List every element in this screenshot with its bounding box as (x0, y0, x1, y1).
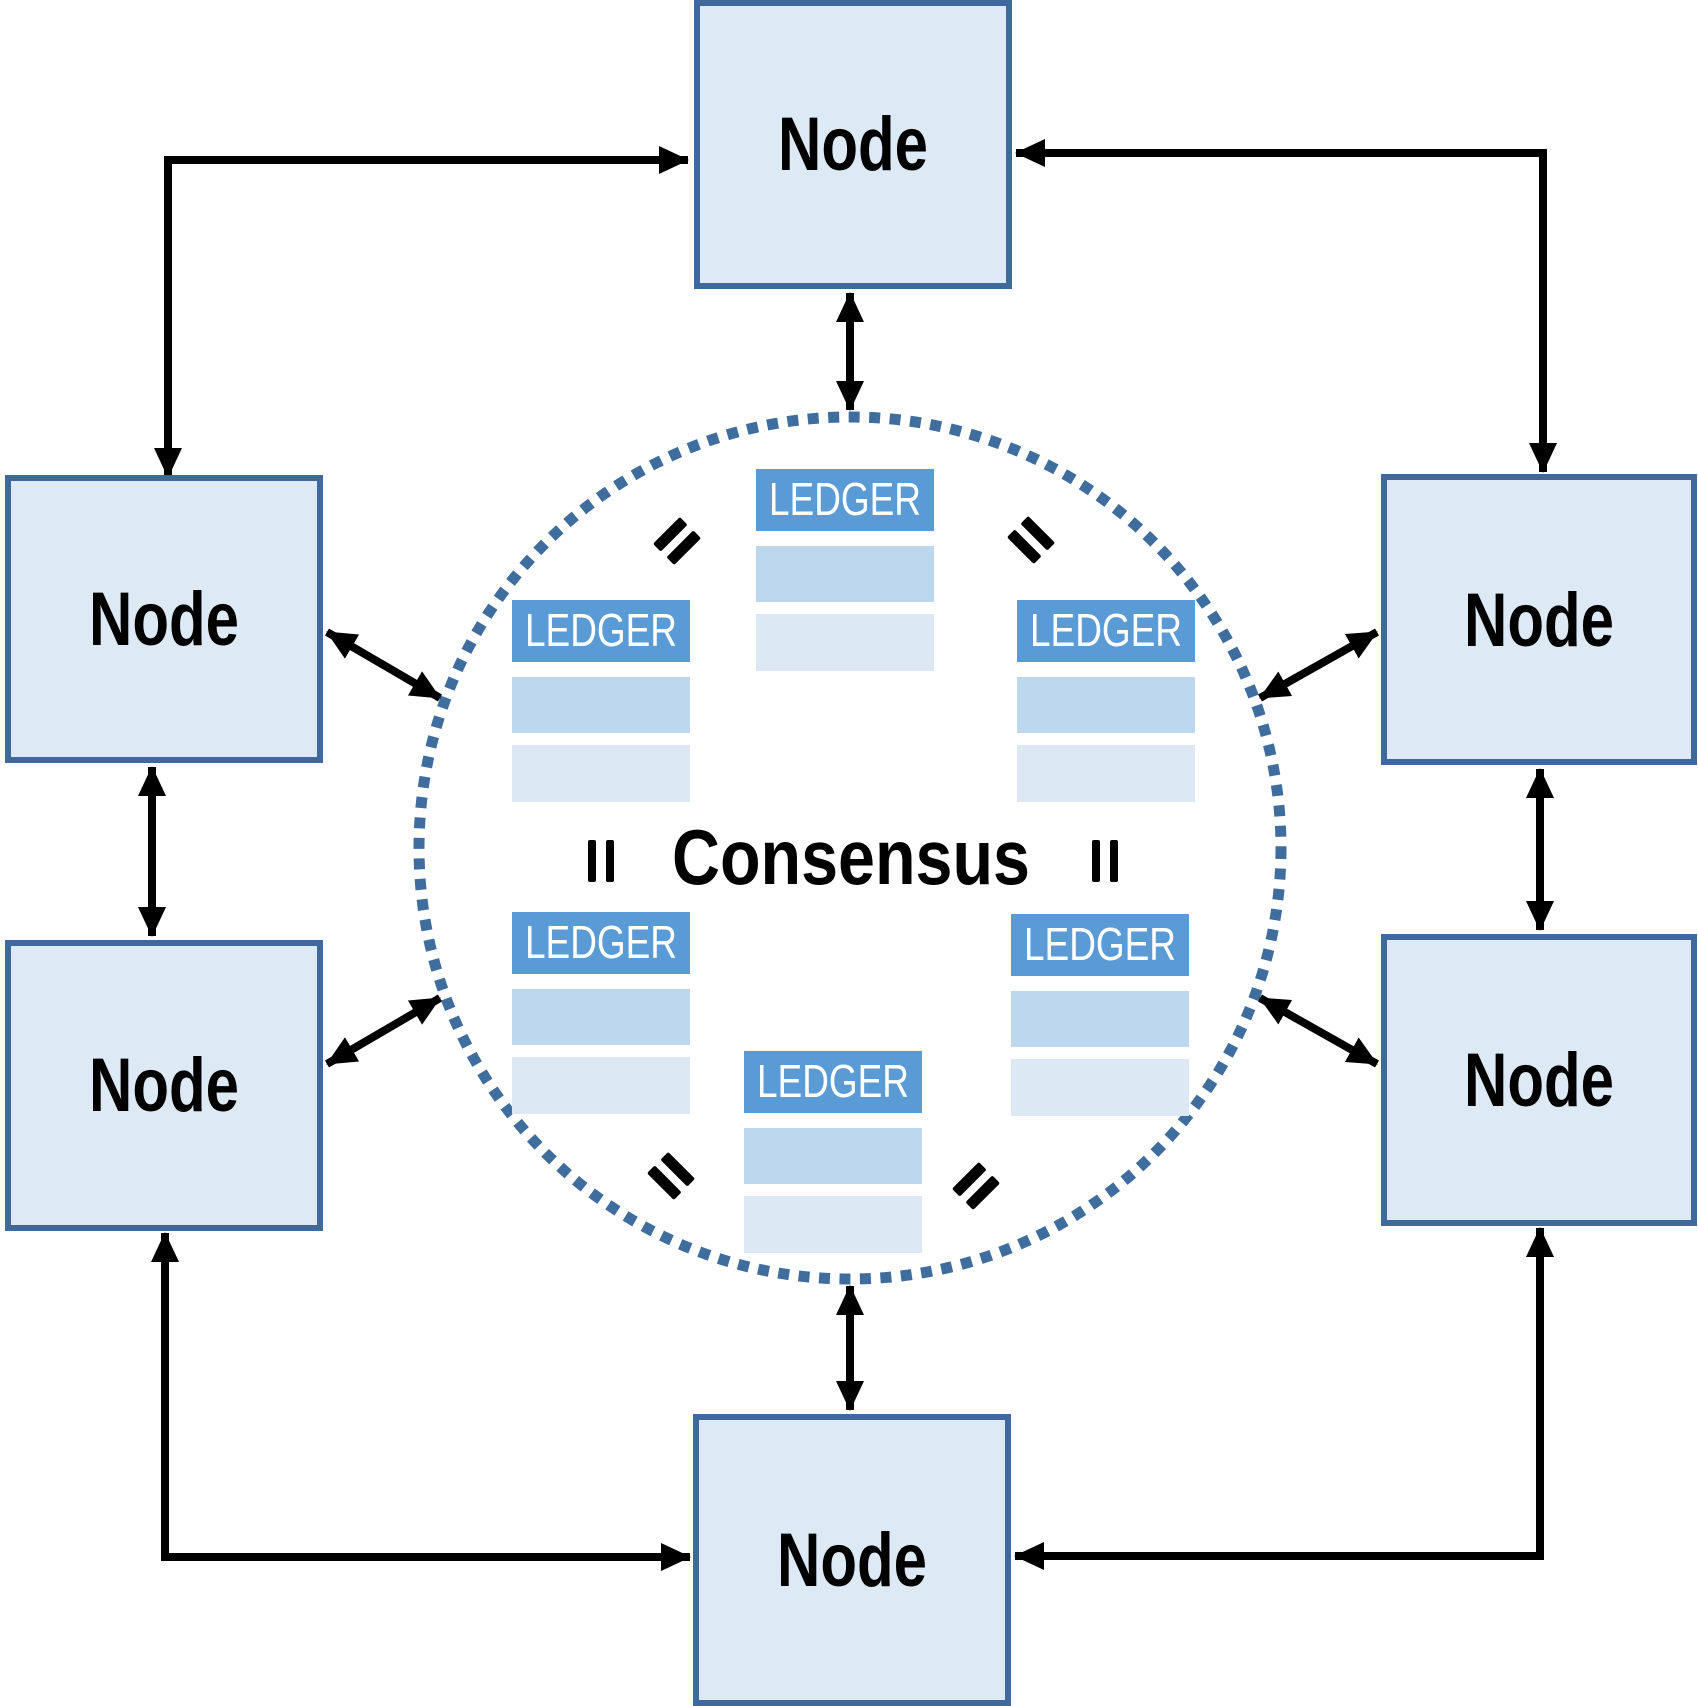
ledger-row-2 (512, 745, 690, 802)
node-label: Node (777, 1518, 927, 1603)
node-rect (5, 940, 323, 1231)
node-label: Node (89, 1043, 239, 1128)
ledger-row-1 (756, 546, 934, 602)
equals-bar (1092, 840, 1100, 882)
ledger-row-1 (1017, 677, 1195, 733)
arrow-right-upper-node-circle (1258, 628, 1379, 702)
equals-bar (1021, 516, 1055, 550)
node-rect (5, 475, 323, 763)
equals-icon-mid-right (1092, 840, 1118, 882)
connector-right-lower-to-bottom-node (1014, 1227, 1554, 1570)
arrow-left-upper-node-circle (324, 628, 443, 702)
ledger-row-2 (1017, 745, 1195, 802)
ledger-label: LEDGER (525, 604, 677, 656)
connector-top-node-to-right-upper (1015, 139, 1557, 473)
node-label: Node (778, 102, 928, 187)
ledger-header (756, 469, 934, 531)
node-box-right-upper: Node (1381, 474, 1697, 765)
ledger-lower-left: LEDGER (512, 912, 690, 1114)
ledger-label: LEDGER (757, 1055, 909, 1107)
ledger-label: LEDGER (1024, 918, 1176, 970)
consensus-circle (413, 411, 1287, 1285)
ledger-row-2 (1011, 1059, 1189, 1116)
equals-icon-mid-left (588, 840, 614, 882)
equals-bar (661, 1152, 695, 1186)
equals-bar (952, 1162, 986, 1196)
equals-bar (606, 840, 614, 882)
equals-icon-top-right (1007, 516, 1055, 564)
ledger-top-center: LEDGER (756, 469, 934, 671)
equals-bar (1007, 530, 1041, 564)
arrow-left-lower-node-circle (324, 994, 443, 1068)
ledger-header (512, 912, 690, 974)
arrow-right-lower-node-circle (1258, 994, 1379, 1068)
ledger-bottom-center: LEDGER (744, 1051, 922, 1253)
node-rect (1381, 474, 1697, 765)
ledger-row-2 (756, 614, 934, 671)
equals-bar (966, 1176, 1000, 1210)
ledger-lower-right: LEDGER (1011, 914, 1189, 1116)
node-box-bottom: Node (693, 1414, 1011, 1706)
node-box-top: Node (694, 0, 1012, 289)
ledger-label: LEDGER (1030, 604, 1182, 656)
node-box-left-lower: Node (5, 940, 323, 1231)
node-label: Node (89, 577, 239, 662)
ledger-row-1 (512, 989, 690, 1045)
ledger-row-2 (744, 1196, 922, 1253)
ledger-header (744, 1051, 922, 1113)
node-rect (693, 1414, 1011, 1706)
equals-bar (653, 517, 687, 551)
ledger-row-1 (744, 1128, 922, 1184)
equals-bar (647, 1166, 681, 1200)
node-rect (1381, 934, 1697, 1226)
ledger-header (1017, 600, 1195, 662)
equals-bar (1110, 840, 1118, 882)
equals-bar (667, 531, 701, 565)
connector-left-lower-to-bottom-node (151, 1232, 691, 1571)
node-rect (694, 0, 1012, 289)
ledger-row-1 (512, 677, 690, 733)
node-box-left-upper: Node (5, 475, 323, 763)
ledger-row-1 (1011, 991, 1189, 1047)
equals-icon-top-left (653, 517, 701, 565)
equals-bar (588, 840, 596, 882)
connector-left-upper-to-top-node (154, 146, 689, 478)
node-label: Node (1464, 578, 1614, 663)
ledger-header (512, 600, 690, 662)
equals-icon-bottom-right (952, 1162, 1000, 1210)
ledger-upper-right: LEDGER (1017, 600, 1195, 802)
ledger-row-2 (512, 1057, 690, 1114)
ledger-upper-left: LEDGER (512, 600, 690, 802)
ledger-label: LEDGER (525, 916, 677, 968)
equals-icon-bottom-left (647, 1152, 695, 1200)
consensus-label: Consensus (672, 813, 1030, 901)
ledger-label: LEDGER (769, 473, 921, 525)
ledger-header (1011, 914, 1189, 976)
node-label: Node (1464, 1038, 1614, 1123)
node-box-right-lower: Node (1381, 934, 1697, 1226)
